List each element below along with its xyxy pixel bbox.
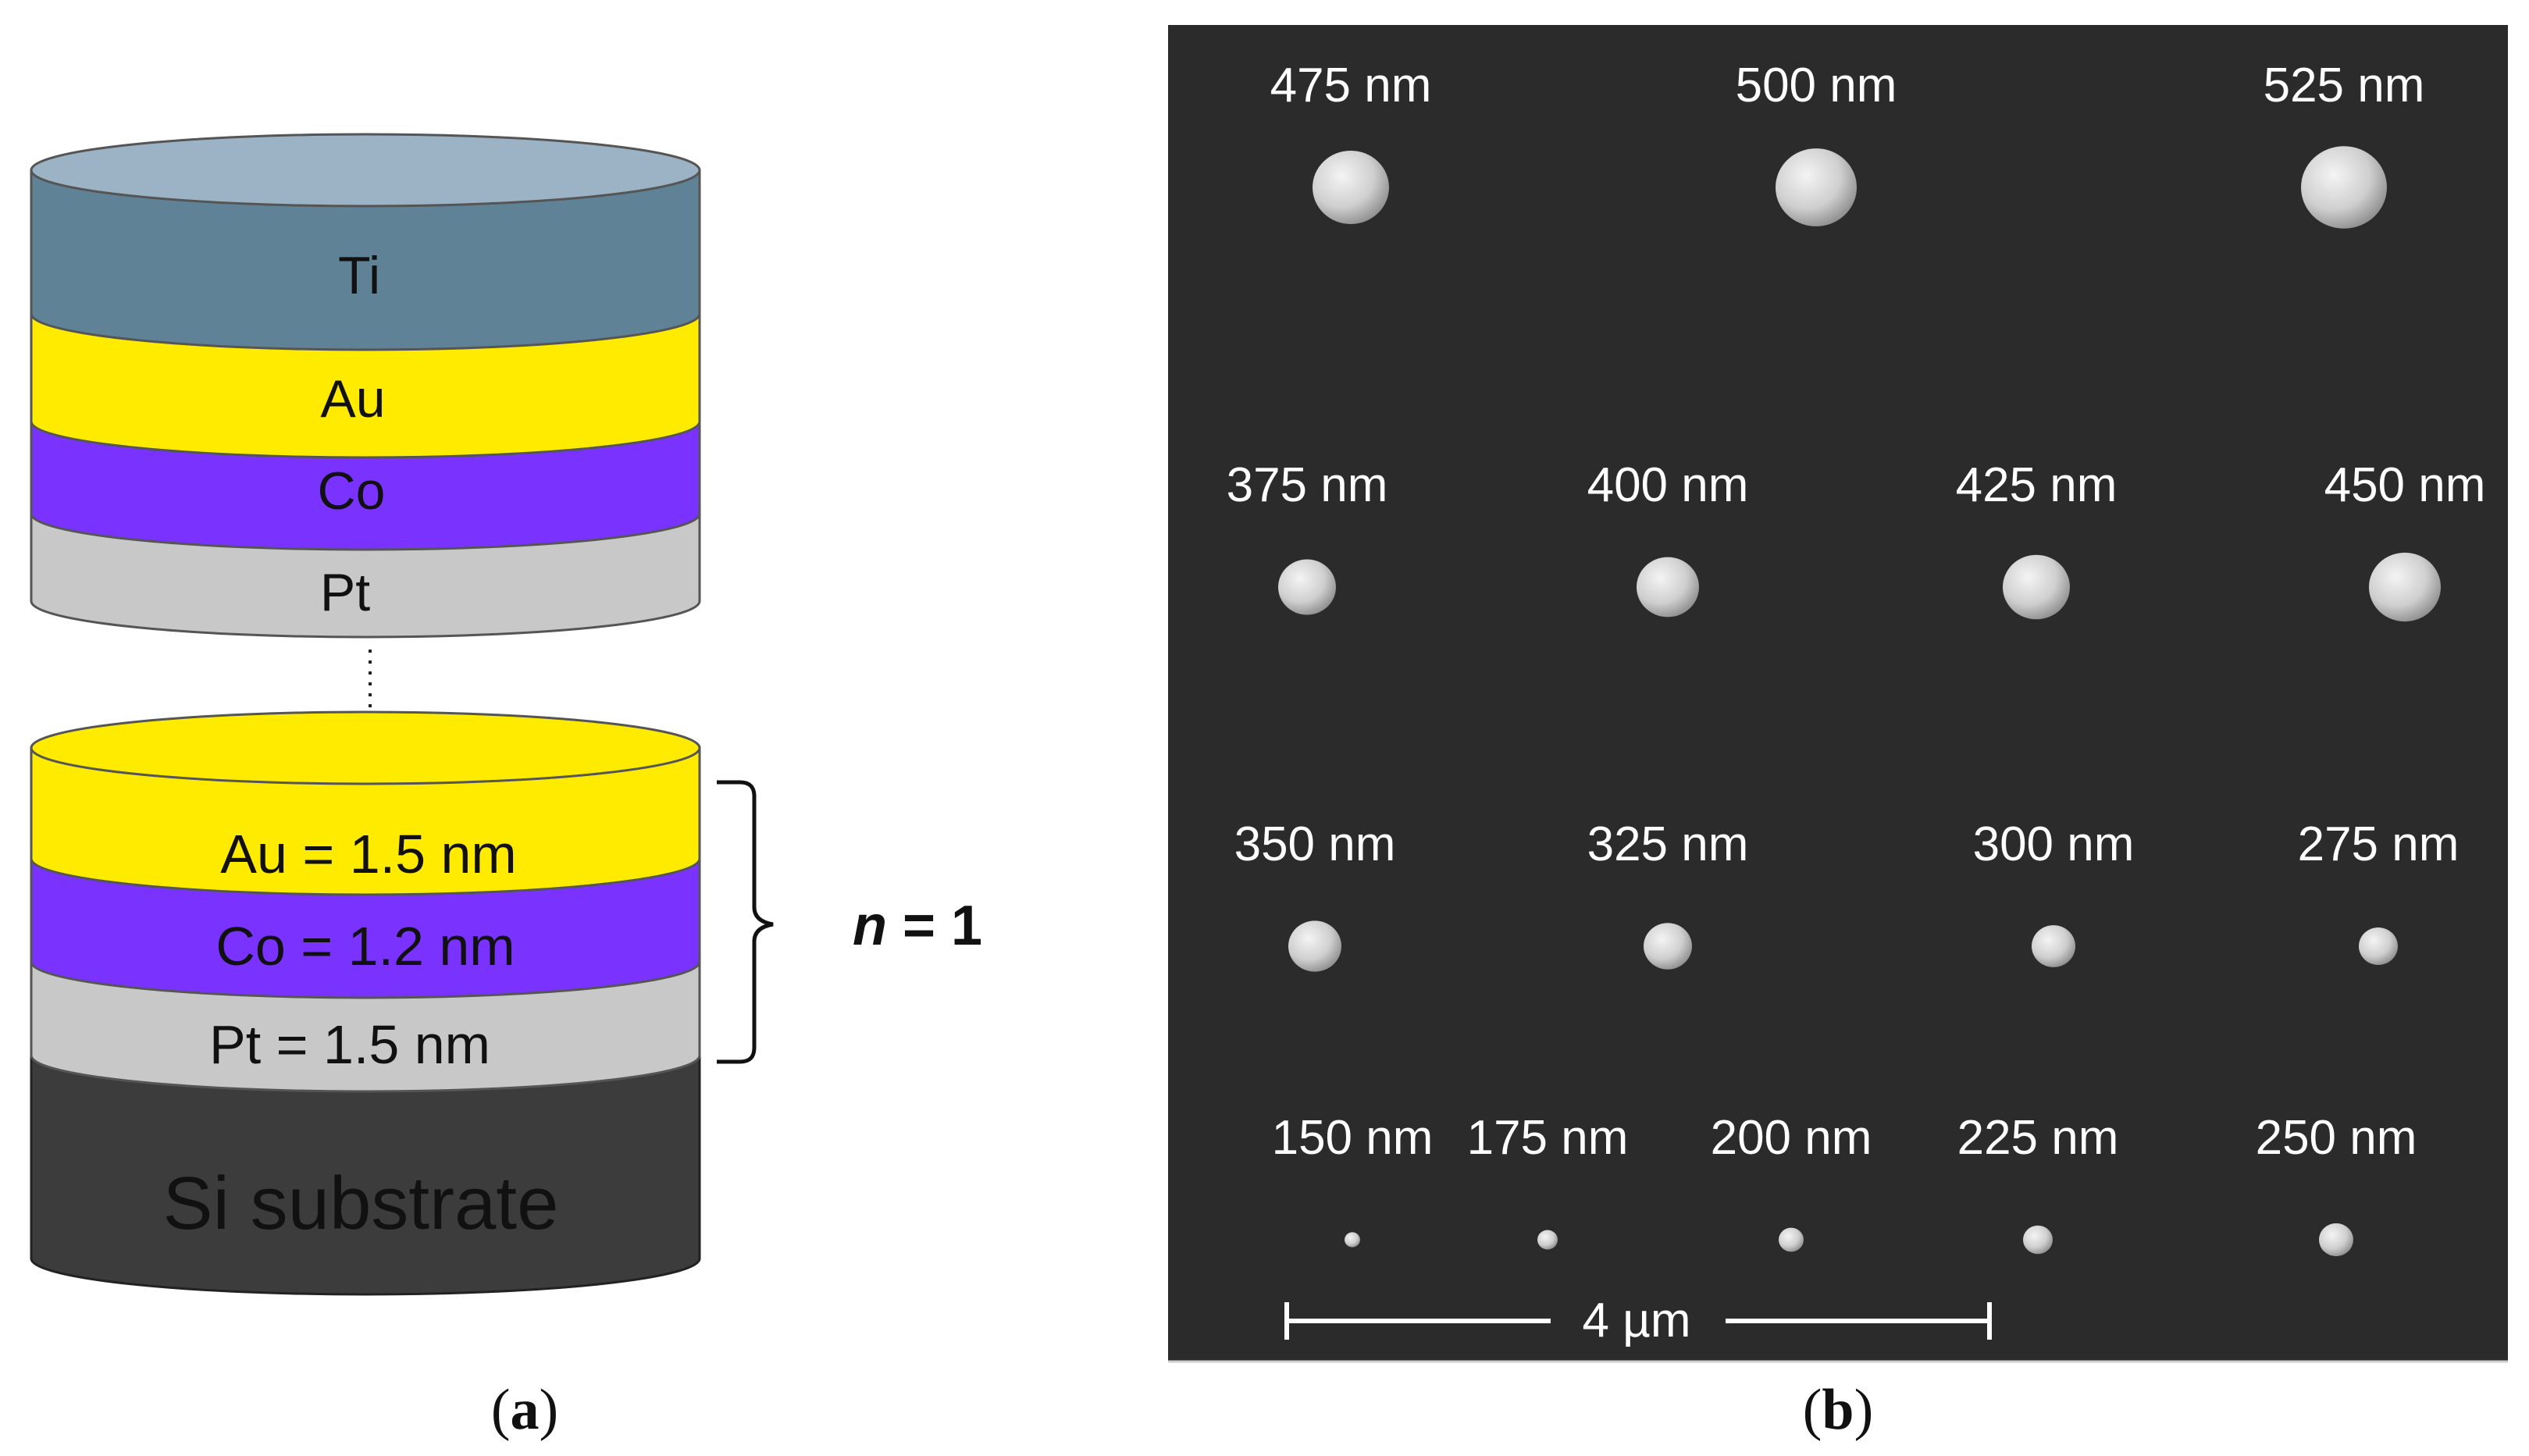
sem-dot-label-175nm: 175 nm [1467,1111,1629,1165]
period-label-rest: = 1 [887,895,982,957]
sem-dot-275nm [2359,927,2398,965]
sem-dot-250nm [2319,1223,2353,1257]
top-layer-au-label: Au [320,369,385,429]
scale-bar: 4 µm [1284,1294,1992,1347]
period-bracket [717,780,774,1064]
sem-dot-label-500nm: 500 nm [1736,59,1897,112]
sem-dot-325nm [1644,923,1692,970]
top-layer-au: Au [30,312,701,459]
sem-dot-350nm [1288,920,1341,972]
top-stack: Pt Co Au Ti [30,133,701,639]
sem-dot-label-475nm: 475 nm [1270,59,1432,112]
bottom-layer-si-label: Si substrate [163,1162,559,1245]
sem-dot-300nm [2032,925,2075,967]
sem-dot-label-400nm: 400 nm [1587,458,1749,512]
sem-dot-label-375nm: 375 nm [1227,458,1388,512]
sem-dot-label-200nm: 200 nm [1711,1111,1872,1165]
caption-a-letter: a [511,1378,540,1442]
period-label-var: n [853,895,887,957]
sem-dot-450nm [2369,552,2441,622]
sem-dot-400nm [1637,557,1699,618]
sem-dot-200nm [1779,1227,1804,1252]
top-layer-ti-label: Ti [338,246,380,305]
bottom-layer-au: Au = 1.5 nm [30,710,701,896]
sem-dot-label-150nm: 150 nm [1272,1111,1434,1165]
sem-dot-425nm [2003,554,2070,620]
top-layer-pt-label: Pt [320,563,370,622]
sem-dot-label-300nm: 300 nm [1973,817,2135,871]
sem-dot-150nm [1345,1232,1360,1248]
period-label: n = 1 [853,895,982,957]
caption-b-letter: b [1822,1378,1854,1442]
bottom-layer-si-substrate: Si substrate [30,1054,701,1296]
sem-dot-label-525nm: 525 nm [2264,59,2425,112]
sem-dot-500nm [1776,148,1857,226]
bottom-stack: Si substrate Pt = 1.5 nm Co = 1.2 nm Au … [30,710,701,1296]
sem-dot-225nm [2023,1225,2053,1255]
bottom-layer-au-label: Au = 1.5 nm [220,824,516,885]
sem-dot-525nm [2301,146,2387,229]
sem-dot-label-275nm: 275 nm [2298,817,2460,871]
sem-dot-label-325nm: 325 nm [1587,817,1749,871]
sem-dot-label-250nm: 250 nm [2256,1111,2417,1165]
scale-bar-label: 4 µm [1582,1294,1690,1347]
sem-background [1168,25,2508,1362]
sem-dot-label-450nm: 450 nm [2324,458,2486,512]
sem-dot-375nm [1278,559,1336,615]
top-layer-ti: Ti [30,133,701,351]
panel-a-stack-diagram: Pt Co Au Ti n [30,133,982,1442]
caption-a: (a) [491,1378,558,1442]
sem-dot-175nm [1537,1230,1558,1250]
bottom-layer-pt-label: Pt = 1.5 nm [209,1014,490,1075]
panel-b-sem-image: 475 nm 500 nm 525 nm 375 nm 400 nm 425 nm 450 … [1168,25,2508,1442]
sem-dot-label-350nm: 350 nm [1234,817,1396,871]
bottom-layer-pt: Pt = 1.5 nm [30,960,701,1093]
caption-b: (b) [1803,1378,1873,1442]
bottom-layer-co: Co = 1.2 nm [30,857,701,999]
bottom-layer-co-label: Co = 1.2 nm [215,916,515,977]
top-layer-co-label: Co [318,461,386,521]
sem-dot-label-425nm: 425 nm [1956,458,2118,512]
sem-dot-array: 475 nm 500 nm 525 nm 375 nm 400 nm 425 nm 450 … [1227,59,2486,1257]
sem-dot-label-225nm: 225 nm [1957,1111,2119,1165]
sem-dot-475nm [1313,150,1389,225]
